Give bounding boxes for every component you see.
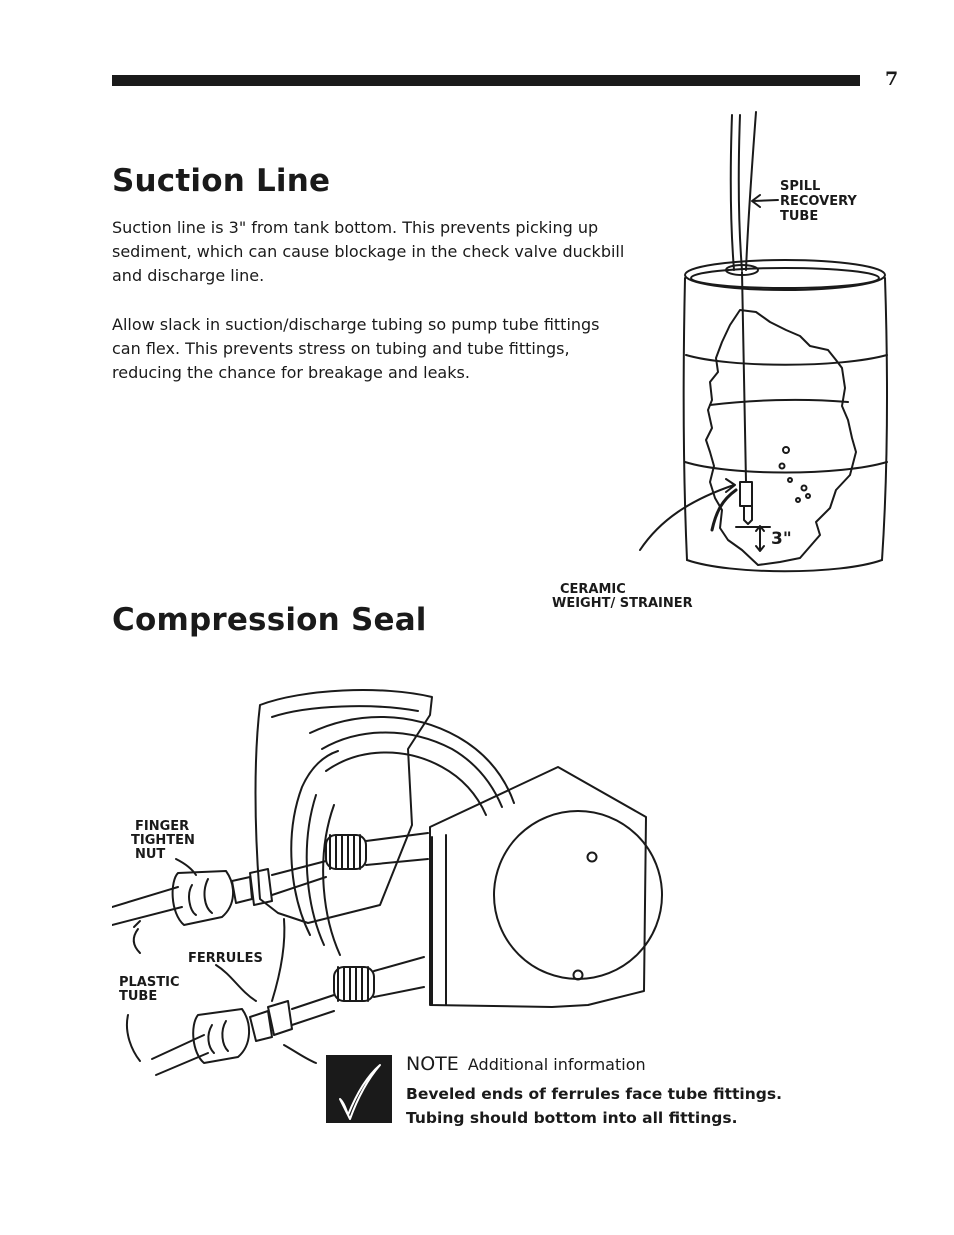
drum-ring <box>684 461 888 474</box>
nut-label-line: FINGER <box>135 819 189 834</box>
nut-label-line: NUT <box>135 847 165 862</box>
upper-ferrule <box>231 876 253 904</box>
liquid-surface <box>709 398 849 406</box>
drum-cutaway <box>705 309 857 566</box>
text-line: and discharge line. <box>112 266 265 285</box>
lower-nut <box>192 1008 250 1064</box>
spill-label-line: RECOVERY <box>780 194 857 209</box>
header-rule <box>112 75 860 86</box>
nut-label-line: TIGHTEN <box>131 833 195 848</box>
upper-nut <box>171 870 234 926</box>
depth-label: 3" <box>771 529 792 549</box>
weight-label: CERAMIC WEIGHT/ STRAINER <box>552 582 693 611</box>
drum-wall <box>682 277 688 561</box>
text-line: can flex. This prevents stress on tubing… <box>112 339 570 358</box>
spill-label-line: TUBE <box>780 209 818 224</box>
upper-fitting <box>325 834 367 870</box>
note-line: Beveled ends of ferrules face tube fitti… <box>406 1085 782 1103</box>
spill-label-line: SPILL <box>780 179 820 194</box>
ceramic-weight <box>739 481 753 507</box>
tube-label-line: TUBE <box>119 989 157 1004</box>
drum-ring <box>685 354 888 366</box>
tube-label-line: PLASTIC <box>119 975 179 990</box>
spill-tube <box>745 111 757 271</box>
lower-ferrule <box>249 1010 273 1042</box>
pump-front-plate <box>429 766 647 1008</box>
pump-labels: FINGER TIGHTEN NUT PLASTIC TUBE <box>119 819 195 1004</box>
compression-seal-heading: Compression Seal <box>112 602 427 638</box>
lower-fitting <box>333 966 375 1002</box>
spill-tube <box>737 114 743 271</box>
drum-lid <box>684 259 886 291</box>
pump-rib <box>325 751 487 816</box>
text-line: sediment, which can cause blockage in th… <box>112 242 625 261</box>
drum-wall <box>881 277 888 561</box>
motor-housing <box>254 689 433 924</box>
note-body: Beveled ends of ferrules face tube fitti… <box>406 1082 782 1130</box>
spill-tube <box>729 114 735 271</box>
weight-label-line: CERAMIC <box>560 582 626 597</box>
weight-label-line: WEIGHT/ STRAINER <box>552 596 693 611</box>
note-icon-box <box>326 1055 392 1123</box>
pump-cover <box>493 810 663 980</box>
note-line: Tubing should bottom into all fittings. <box>406 1109 738 1127</box>
checkmark-icon <box>339 1064 381 1120</box>
suction-line-heading: Suction Line <box>112 163 331 199</box>
suction-tube <box>741 271 747 483</box>
ferrules-label: FERRULES <box>188 951 263 966</box>
suction-paragraph-1: Suction line is 3" from tank bottom. Thi… <box>112 216 632 288</box>
page-number: 7 <box>885 68 899 90</box>
text-line: Suction line is 3" from tank bottom. Thi… <box>112 218 599 237</box>
text-line: Allow slack in suction/discharge tubing … <box>112 315 600 334</box>
pump-illustration <box>112 689 663 1076</box>
pump-rib <box>309 715 515 804</box>
note-header: NOTE Additional information <box>406 1053 646 1075</box>
note-subtitle: Additional information <box>467 1055 646 1074</box>
suction-paragraph-2: Allow slack in suction/discharge tubing … <box>112 313 632 385</box>
barrel-illustration: SPILL RECOVERY TUBE 3" <box>639 111 888 573</box>
text-line: reducing the chance for breakage and lea… <box>112 363 470 382</box>
ferrules-label-text: FERRULES <box>188 951 263 966</box>
note-title: NOTE <box>406 1053 459 1075</box>
pump-rib <box>321 731 503 808</box>
